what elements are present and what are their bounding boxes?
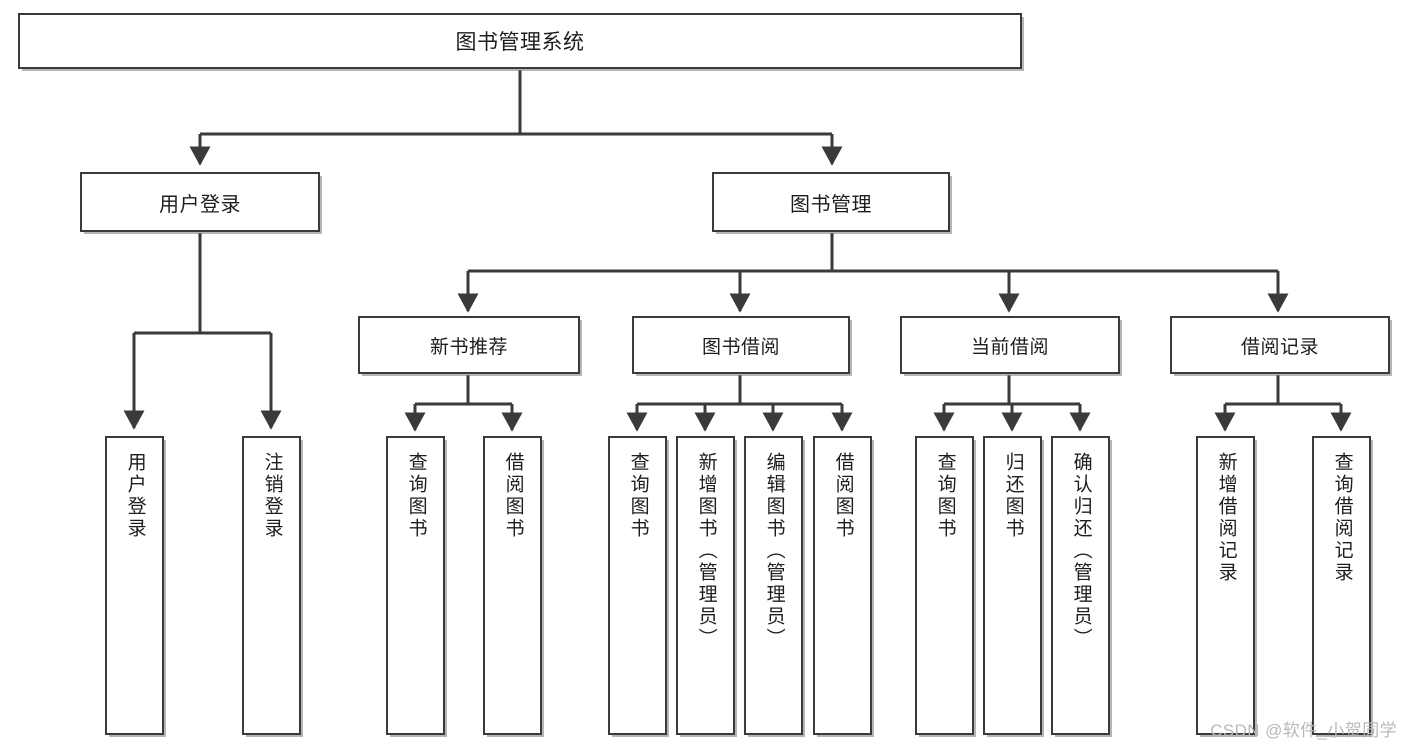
node-label: 借阅记录 (1240, 336, 1319, 358)
node-label: 图书管理系统 (455, 31, 585, 54)
node-label: 用户登录 (124, 452, 146, 540)
leaf-query-borrow-record[interactable]: 查询借阅记录 (1312, 436, 1371, 735)
leaf-user-login[interactable]: 用户登录 (105, 436, 164, 735)
node-label: 查询图书 (627, 452, 649, 540)
leaf-confirm-return-admin[interactable]: 确认归还（管理员） (1051, 436, 1110, 735)
leaf-return-book[interactable]: 归还图书 (983, 436, 1042, 735)
leaf-borrow-book[interactable]: 借阅图书 (813, 436, 872, 735)
node-borrow-record[interactable]: 借阅记录 (1170, 316, 1390, 374)
node-label: 查询图书 (934, 452, 956, 540)
node-label: 注销登录 (261, 452, 283, 540)
node-user-login[interactable]: 用户登录 (80, 172, 320, 232)
node-label: 查询借阅记录 (1331, 452, 1353, 584)
node-label: 查询图书 (405, 452, 427, 540)
watermark: CSDN @软件_小贺同学 (1210, 721, 1397, 740)
leaf-edit-book-admin[interactable]: 编辑图书（管理员） (744, 436, 803, 735)
leaf-query-book-recommend[interactable]: 查询图书 (386, 436, 445, 735)
node-label: 新增借阅记录 (1215, 452, 1237, 584)
leaf-query-book-current[interactable]: 查询图书 (915, 436, 974, 735)
node-label: 当前借阅 (970, 336, 1049, 358)
node-label: 编辑图书（管理员） (763, 452, 785, 650)
node-label: 图书借阅 (701, 336, 780, 358)
node-label: 用户登录 (159, 193, 241, 216)
node-label: 借阅图书 (502, 452, 524, 540)
node-book-management[interactable]: 图书管理 (712, 172, 950, 232)
leaf-add-book-admin[interactable]: 新增图书（管理员） (676, 436, 735, 735)
node-label: 新增图书（管理员） (695, 452, 717, 650)
leaf-add-borrow-record[interactable]: 新增借阅记录 (1196, 436, 1255, 735)
node-label: 图书管理 (790, 193, 872, 216)
node-book-borrow[interactable]: 图书借阅 (632, 316, 850, 374)
node-label: 归还图书 (1002, 452, 1024, 540)
leaf-logout[interactable]: 注销登录 (242, 436, 301, 735)
node-label: 借阅图书 (832, 452, 854, 540)
node-current-borrow[interactable]: 当前借阅 (900, 316, 1120, 374)
node-label: 确认归还（管理员） (1070, 452, 1092, 650)
node-new-book-recommend[interactable]: 新书推荐 (358, 316, 580, 374)
node-root-book-management-system[interactable]: 图书管理系统 (18, 13, 1022, 69)
leaf-borrow-book-recommend[interactable]: 借阅图书 (483, 436, 542, 735)
leaf-query-book-borrow[interactable]: 查询图书 (608, 436, 667, 735)
node-label: 新书推荐 (429, 336, 508, 358)
